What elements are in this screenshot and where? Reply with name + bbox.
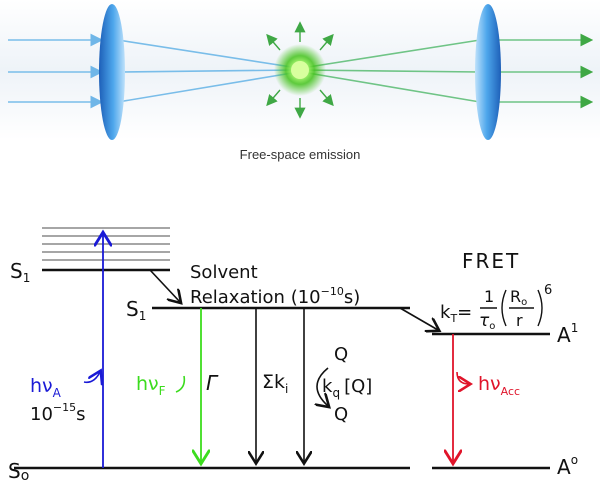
free-space-optics-illustration bbox=[0, 0, 600, 140]
incoming-rays bbox=[8, 33, 299, 109]
vibrational-levels bbox=[42, 227, 170, 261]
absorption-time: 10−15s bbox=[30, 401, 86, 425]
acceptor-emission-label: hνAcc bbox=[478, 373, 520, 398]
emitter-core bbox=[291, 61, 309, 79]
svg-text:τo: τo bbox=[479, 311, 495, 332]
acceptor-photon-arrow bbox=[456, 371, 469, 384]
fret-equation: kT= 1 τo Ro r 6 bbox=[440, 283, 552, 332]
relaxation-time-label: Relaxation (10−10s) bbox=[190, 285, 360, 308]
fluorescence-label: hνF bbox=[136, 373, 166, 398]
svg-text:6: 6 bbox=[544, 283, 552, 298]
svg-text:1: 1 bbox=[484, 287, 494, 306]
gamma-label: Γ bbox=[206, 371, 219, 395]
s0-label: So bbox=[8, 459, 29, 484]
absorption-photon-arrow bbox=[83, 372, 100, 382]
quencher-top-label: Q bbox=[334, 344, 348, 365]
svg-text:r: r bbox=[516, 311, 523, 330]
quencher-bottom-label: Q bbox=[334, 404, 348, 425]
absorption-label: hνA bbox=[30, 375, 62, 400]
s1-upper-label: S1 bbox=[10, 259, 30, 285]
fluorescence-photon-arrow bbox=[175, 375, 186, 393]
right-lens bbox=[475, 4, 501, 140]
svg-text:kT=: kT= bbox=[440, 302, 472, 325]
kq-label: kq[Q] bbox=[322, 376, 372, 400]
left-lens bbox=[99, 4, 125, 140]
fret-transfer-arrow bbox=[399, 307, 438, 330]
nonradiative-label: Σki bbox=[262, 371, 288, 396]
svg-text:Ro: Ro bbox=[510, 287, 527, 308]
outgoing-rays bbox=[301, 33, 594, 109]
fret-title: FRET bbox=[462, 249, 520, 273]
optics-caption: Free-space emission bbox=[239, 147, 361, 162]
a1-label: A1 bbox=[557, 321, 578, 347]
a0-label: Ao bbox=[557, 453, 578, 479]
solvent-relaxation-arrow bbox=[149, 269, 180, 302]
solvent-label: Solvent bbox=[190, 262, 258, 283]
emission-arrows bbox=[266, 21, 334, 119]
s1-relaxed-label: S1 bbox=[126, 297, 146, 323]
quenching-curve-arrow bbox=[317, 367, 328, 406]
